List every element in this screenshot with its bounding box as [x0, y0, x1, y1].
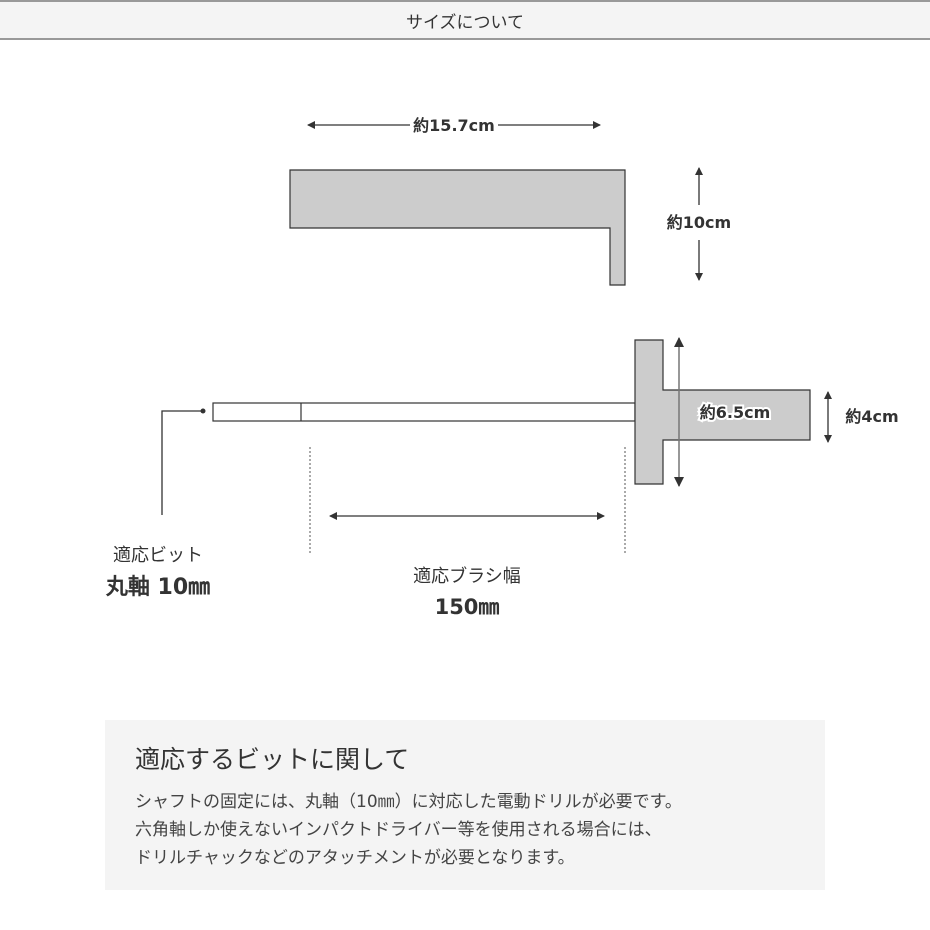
leader-line	[161, 410, 203, 515]
section-title: サイズについて	[406, 12, 524, 33]
handle-side-view	[634, 339, 811, 485]
note-body: シャフトの固定には、丸軸（10㎜）に対応した電動ドリルが必要です。 六角軸しか使…	[135, 788, 682, 872]
width-label: 約15.7cm	[413, 116, 495, 135]
bit-note-box: 適応するビットに関して シャフトの固定には、丸軸（10㎜）に対応した電動ドリルが…	[105, 720, 825, 890]
shaft	[212, 402, 636, 422]
bit-value: 丸軸 10㎜	[105, 574, 210, 600]
note-title: 適応するビットに関して	[135, 745, 410, 774]
note-line: シャフトの固定には、丸軸（10㎜）に対応した電動ドリルが必要です。	[135, 792, 682, 812]
brush-width-value: 150㎜	[435, 595, 500, 619]
note-line: ドリルチャックなどのアタッチメントが必要となります。	[135, 848, 575, 868]
bit-label: 適応ビット	[113, 545, 203, 566]
note-line: 六角軸しか使えないインパクトドライバー等を使用される場合には、	[135, 820, 662, 840]
block-length-label: 約6.5cm	[700, 403, 771, 422]
handle-top-view	[289, 169, 626, 286]
block-height-label: 約4cm	[845, 407, 898, 426]
section-header: サイズについて	[0, 0, 930, 40]
height-label: 約10cm	[667, 213, 731, 232]
brush-width-label: 適応ブラシ幅	[413, 565, 521, 587]
